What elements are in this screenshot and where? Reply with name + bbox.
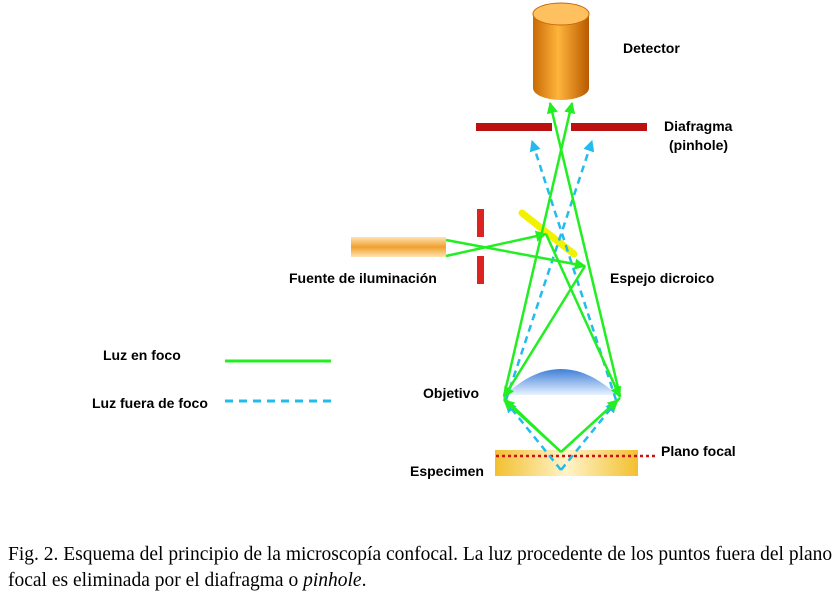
caption-main: Fig. 2. Esquema del principio de la micr… [8,544,833,591]
out-of-focus-rays [504,139,618,471]
focal-plane-label: Plano focal [661,443,736,459]
specimen-icon [495,450,638,476]
illumination-aperture [477,209,484,284]
in-focus-rays [445,101,622,453]
caption-italic: pinhole [303,570,362,591]
legend-out-of-focus-label: Luz fuera de foco [92,395,208,411]
caption-end: . [361,570,367,591]
figure-caption: Fig. 2. Esquema del principio de la micr… [8,542,834,594]
detector-icon [532,2,590,100]
light-source-icon [351,237,446,257]
detector-label: Detector [623,40,680,56]
pinhole-bars [476,123,647,131]
objective-lens-icon [505,369,617,395]
specimen-label: Especimen [410,463,484,479]
objective-label: Objetivo [423,385,479,401]
legend-in-focus-label: Luz en foco [103,347,181,363]
dichroic-mirror-label: Espejo dicroico [610,270,714,286]
light-source-label: Fuente de iluminación [289,270,437,286]
pinhole-label-line1: Diafragma [664,118,733,134]
pinhole-label-line2: (pinhole) [669,137,728,153]
